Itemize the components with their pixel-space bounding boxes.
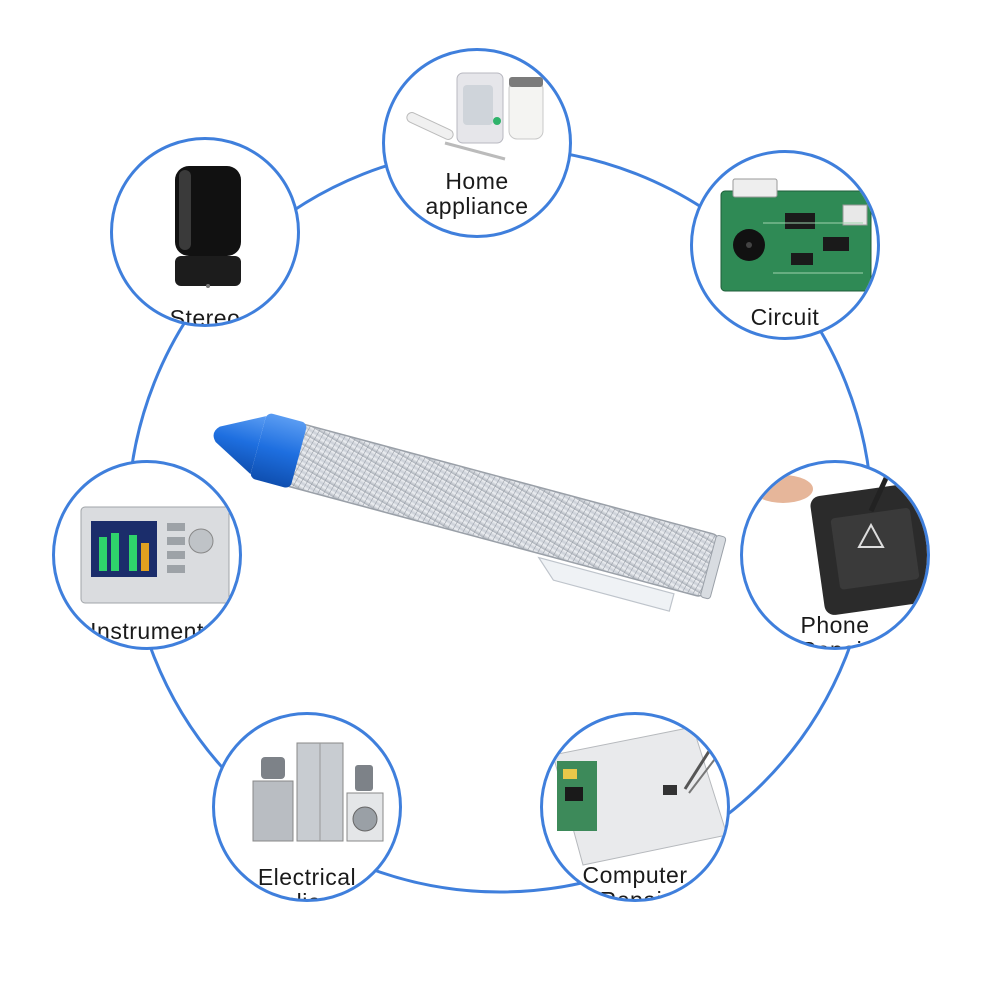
computer-repair-image [552, 726, 727, 866]
computer-repair-label: Computer Repair [582, 862, 688, 902]
phone-repair-image [753, 463, 927, 615]
home-appliance-label: Home appliance [425, 168, 529, 219]
phone-repair-label: Phone Repair [799, 612, 871, 650]
electrical-appliance-image [252, 742, 384, 842]
stereo-image [175, 166, 241, 288]
instrument-image [80, 506, 230, 604]
circuit-board-image [720, 178, 872, 292]
tube-body [213, 413, 727, 612]
use-electrical-appliance: Electrical Appliance [212, 712, 402, 902]
electrical-appliance-label: Electrical Appliance [254, 864, 360, 902]
instrument-label: Instrument [90, 618, 204, 644]
use-circuit: Circuit [690, 150, 880, 340]
use-phone-repair: Phone Repair [740, 460, 930, 650]
home-appliance-image [406, 72, 544, 161]
use-home-appliance: Home appliance [382, 48, 572, 238]
circuit-label: Circuit [750, 304, 820, 330]
solder-wire-tube-image [213, 413, 727, 612]
use-stereo: Stereo [110, 137, 300, 327]
stereo-label: Stereo [169, 305, 241, 327]
use-computer-repair: Computer Repair [540, 712, 730, 902]
use-instrument: Instrument [52, 460, 242, 650]
